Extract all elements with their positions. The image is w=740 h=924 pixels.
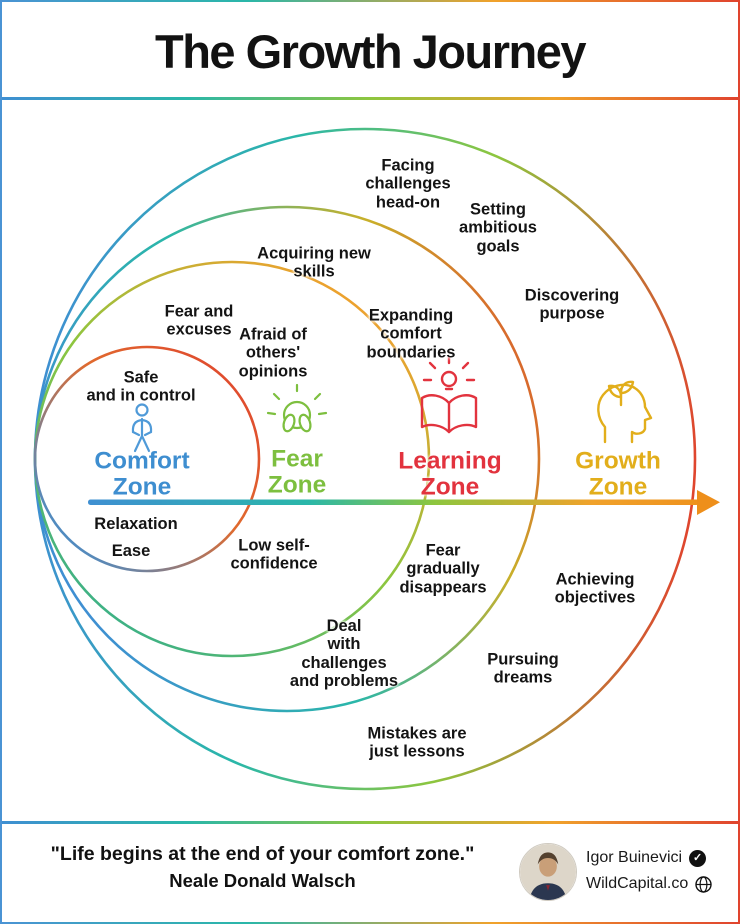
verified-badge-icon: ✓ — [689, 849, 707, 867]
profile-name-row: Igor Buinevici ✓ — [586, 849, 707, 867]
page-title: The Growth Journey — [155, 25, 587, 78]
fearful-face-icon — [266, 383, 328, 433]
profile-name: Igor Buinevici — [586, 849, 683, 866]
note-achieving-objectives: Achieving objectives — [554, 570, 636, 607]
note-low-self-confidence: Low self- confidence — [230, 536, 318, 573]
zone-title-growth: Growth Zone — [575, 447, 661, 500]
quote-author: Neale Donald Walsch — [169, 870, 356, 892]
globe-icon — [695, 875, 712, 893]
note-setting-ambitious-goals: Setting ambitious goals — [459, 200, 537, 256]
zone-title-fear: Fear Zone — [267, 445, 327, 498]
note-fear-gradually-disappears: Fear gradually disappears — [399, 541, 487, 597]
note-fear-and-excuses: Fear and excuses — [164, 302, 234, 339]
note-acquiring-new-skills: Acquiring new skills — [257, 244, 371, 281]
note-discovering-purpose: Discovering purpose — [524, 286, 620, 323]
open-book-lightbulb-icon — [420, 355, 478, 434]
quote-block: "Life begins at the end of your comfort … — [10, 842, 515, 892]
note-afraid-of-opinions: Afraid of others' opinions — [238, 325, 308, 381]
journey-arrow-head-icon — [697, 490, 720, 515]
comfort-zone-circle — [33, 345, 261, 573]
profile-site: WildCapital.co — [586, 875, 689, 892]
note-relaxation: Relaxation — [94, 514, 178, 533]
avatar — [519, 843, 577, 901]
avatar-portrait — [520, 844, 576, 900]
note-mistakes-are-lessons: Mistakes are just lessons — [367, 724, 467, 761]
note-facing-challenges-head-on: Facing challenges head-on — [365, 156, 451, 212]
zone-title-comfort: Comfort Zone — [94, 447, 190, 500]
footer-divider — [2, 821, 738, 824]
note-deal-with-challenges: Deal with challenges and problems — [289, 617, 399, 691]
note-ease: Ease — [111, 541, 151, 560]
note-expanding-comfort-boundaries: Expanding comfort boundaries — [366, 306, 456, 362]
zone-title-learning: Learning Zone — [398, 447, 502, 500]
profile-site-row: WildCapital.co — [586, 875, 712, 893]
quote-text: "Life begins at the end of your comfort … — [50, 843, 475, 865]
note-pursuing-dreams: Pursuing dreams — [487, 650, 559, 687]
journey-arrow-line — [88, 499, 699, 505]
note-safe-and-in-control: Safe and in control — [86, 368, 196, 405]
header-divider — [2, 97, 738, 100]
person-icon — [131, 403, 153, 453]
head-with-plant-icon — [597, 380, 653, 444]
